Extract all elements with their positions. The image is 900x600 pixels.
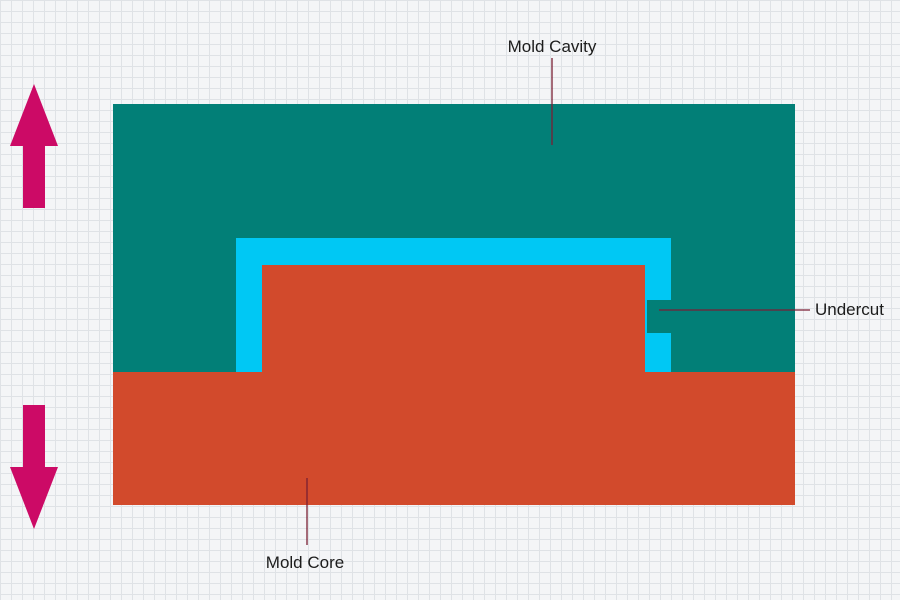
mold-core-label: Mold Core <box>266 553 344 572</box>
arrow-down-icon <box>10 405 58 529</box>
undercut-notch <box>647 300 671 333</box>
undercut-label: Undercut <box>815 300 884 319</box>
mold-core-block <box>113 265 795 505</box>
mold-cavity-label: Mold Cavity <box>508 37 597 56</box>
arrow-up-icon <box>10 84 58 208</box>
